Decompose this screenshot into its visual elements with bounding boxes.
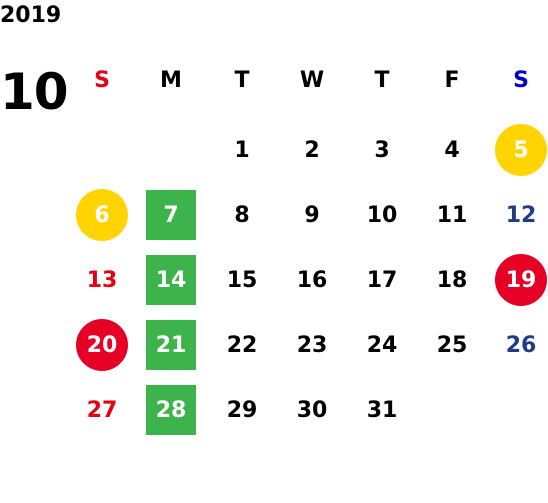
day-cell-2[interactable]: 2: [304, 137, 320, 163]
day-cell-4[interactable]: 4: [444, 137, 460, 163]
day-cell-17[interactable]: 17: [366, 267, 398, 293]
day-cell-8[interactable]: 8: [234, 202, 250, 228]
weekday-label: T: [234, 68, 250, 93]
day-cell-25[interactable]: 25: [436, 332, 468, 358]
day-cell-31[interactable]: 31: [366, 397, 398, 423]
day-cell-7[interactable]: 7: [146, 190, 196, 240]
day-cell-22[interactable]: 22: [226, 332, 258, 358]
day-cell-24[interactable]: 24: [366, 332, 398, 358]
day-cell-23[interactable]: 23: [296, 332, 328, 358]
day-cell-10[interactable]: 10: [366, 202, 398, 228]
weekday-label: S: [513, 68, 529, 93]
day-cell-29[interactable]: 29: [226, 397, 258, 423]
day-cell-19[interactable]: 19: [495, 254, 547, 306]
day-cell-5[interactable]: 5: [495, 124, 547, 176]
day-cell-28[interactable]: 28: [146, 385, 196, 435]
weekday-label: T: [374, 68, 390, 93]
day-cell-6[interactable]: 6: [76, 189, 128, 241]
calendar-month: 10: [0, 63, 69, 121]
day-cell-14[interactable]: 14: [146, 255, 196, 305]
day-cell-1[interactable]: 1: [234, 137, 250, 163]
weekday-label: M: [160, 68, 182, 93]
day-cell-27[interactable]: 27: [86, 397, 118, 423]
weekday-label: F: [444, 68, 460, 93]
day-cell-30[interactable]: 30: [296, 397, 328, 423]
day-cell-11[interactable]: 11: [436, 202, 468, 228]
day-cell-9[interactable]: 9: [304, 202, 320, 228]
day-cell-3[interactable]: 3: [374, 137, 390, 163]
calendar-year: 2019: [0, 3, 62, 28]
day-cell-13[interactable]: 13: [86, 267, 118, 293]
day-cell-12[interactable]: 12: [505, 202, 537, 228]
day-cell-18[interactable]: 18: [436, 267, 468, 293]
weekday-label: W: [299, 68, 325, 93]
day-cell-21[interactable]: 21: [146, 320, 196, 370]
day-cell-26[interactable]: 26: [505, 332, 537, 358]
day-cell-20[interactable]: 20: [76, 319, 128, 371]
weekday-label: S: [94, 68, 110, 93]
day-cell-16[interactable]: 16: [296, 267, 328, 293]
day-cell-15[interactable]: 15: [226, 267, 258, 293]
